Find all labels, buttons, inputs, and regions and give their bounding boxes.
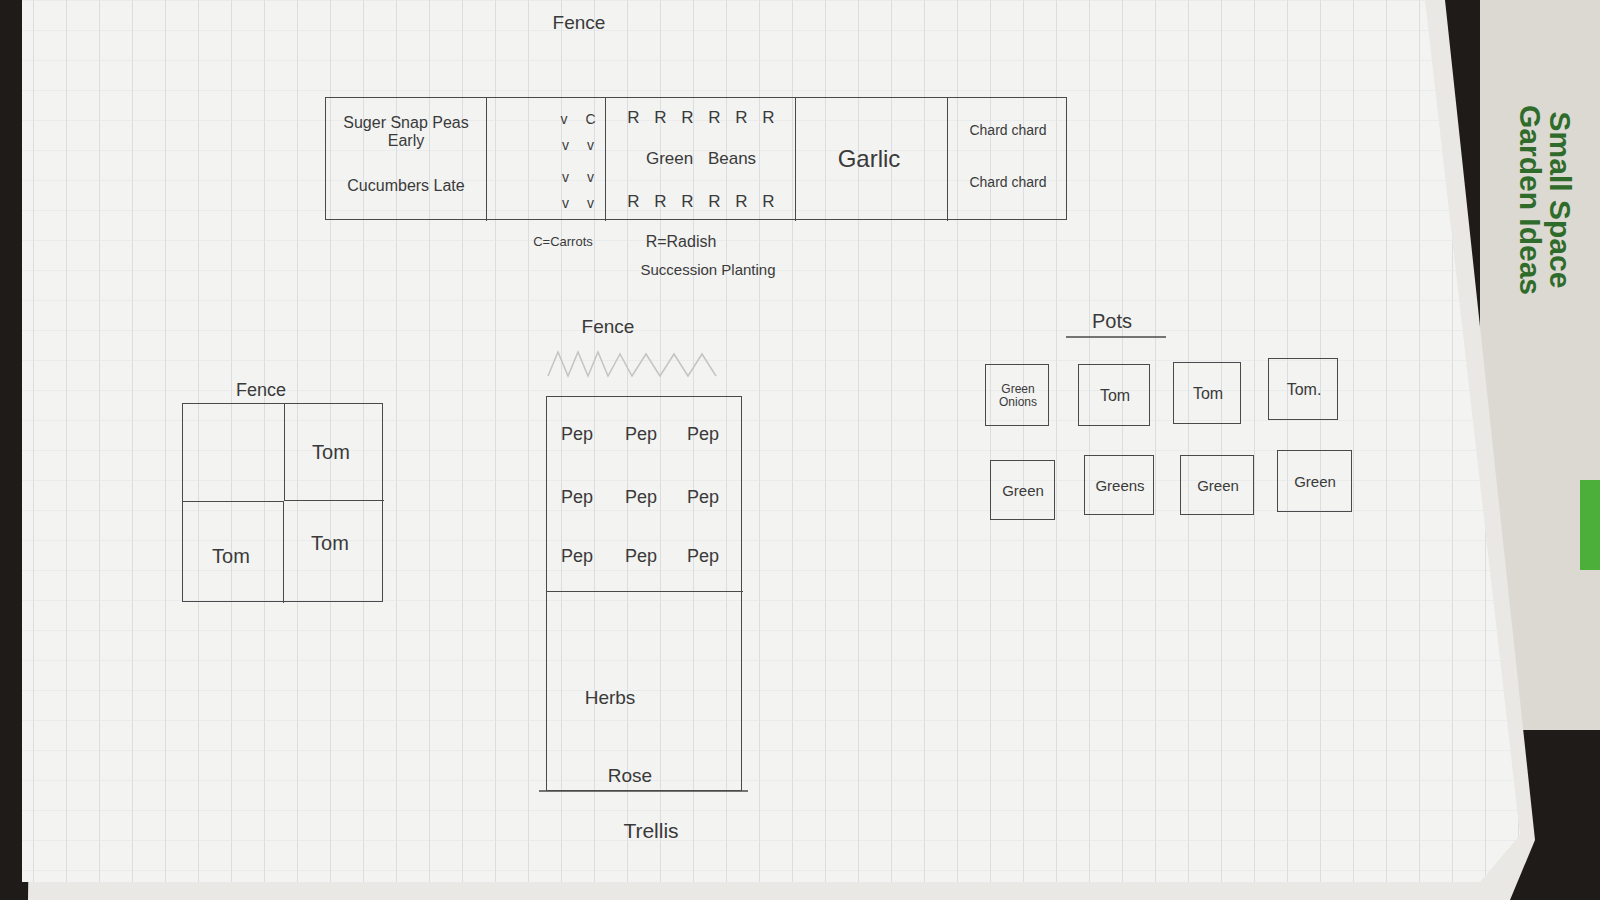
plant-label: v C [561,112,596,127]
pot: Green [1180,455,1254,515]
bed-square: Tom [183,501,284,603]
legend-note: C=Carrots [533,235,593,249]
plant-label: Pep [625,488,657,508]
pot: Tom [1173,362,1241,424]
plant-label: Pep [561,547,593,567]
plant-label: Pep [625,425,657,445]
plant-label: Tom [312,441,350,463]
plant-label: Green [1197,478,1239,495]
herb-area: HerbsRose [547,591,743,792]
plant-label: v v [562,170,594,185]
graph-grid [22,0,1520,882]
bed-square: Tom [284,404,384,501]
plant-label: Pep [687,425,719,445]
plant-label: Pep [561,425,593,445]
plant-label: Tom [1100,387,1130,405]
plant-label: R R R R R R [627,193,774,212]
plant-label: Tom [212,545,250,567]
trellis-label: Trellis [623,819,678,842]
paper-sheet [22,0,1520,882]
pepper-area: PepPepPepPepPepPepPepPepPep [547,397,743,591]
garden-bed: FenceTomTomTom [182,403,383,602]
pot: Greens [1084,455,1154,515]
garden-bed: FencePepPepPepPepPepPepPepPepPepHerbsRos… [546,396,742,791]
plant-label: v v [562,138,594,153]
garden-bed: FenceSuger Snap Peas EarlyCucumbers Late… [325,97,1067,220]
plant-label: Greens [1095,478,1144,495]
bed-heading: Fence [582,317,635,338]
bed-section: Garlic [795,98,947,221]
pot: Green [990,460,1055,520]
bed-heading: Fence [553,13,606,34]
note: Succession Planting [640,262,775,279]
plant-label: Green [1002,483,1044,500]
plant-label: Tom [1193,385,1223,403]
bed-section: Suger Snap Peas EarlyCucumbers Late [326,98,486,221]
plant-label: Pep [625,547,657,567]
plant-label: Pep [687,488,719,508]
heading-underline [1066,336,1166,338]
plant-label: Garlic [838,146,901,172]
plant-label: Green Beans [646,150,756,169]
pot: Tom. [1268,358,1338,420]
plant-label: Rose [608,766,652,787]
bed-section: v C v v v v v v [486,98,605,221]
legend-note: R=Radish [646,233,717,251]
plant-label: Pep [687,547,719,567]
plant-label: Pep [561,488,593,508]
bed-section: R R R R R R Green Beans R R R R R R [605,98,795,221]
pot: Green Onions [985,364,1049,426]
bed-section: Chard chardChard chard [947,98,1068,221]
plant-label: Suger Snap Peas Early [330,114,482,149]
bed-heading: Fence [236,381,286,401]
erased-scribble [548,352,716,376]
plant-label: v v [562,196,594,211]
book-title: Small Space Garden Ideas [1515,75,1575,325]
bed-square: Tom [284,501,384,603]
pot: Green [1277,450,1352,512]
plant-label: Tom [311,532,349,554]
section-heading: Pots [1092,310,1132,332]
plant-label: Green [1294,474,1336,491]
pot: Tom [1078,364,1150,426]
book-green-mark [1580,480,1600,570]
plant-label: Chard chard [969,175,1046,190]
plant-label: Herbs [585,688,636,709]
plant-label: Chard chard [969,123,1046,138]
plant-label: Tom. [1287,381,1322,399]
plant-label: Cucumbers Late [347,177,464,195]
plant-label: Green Onions [990,383,1046,409]
plant-label: R R R R R R [627,109,774,128]
